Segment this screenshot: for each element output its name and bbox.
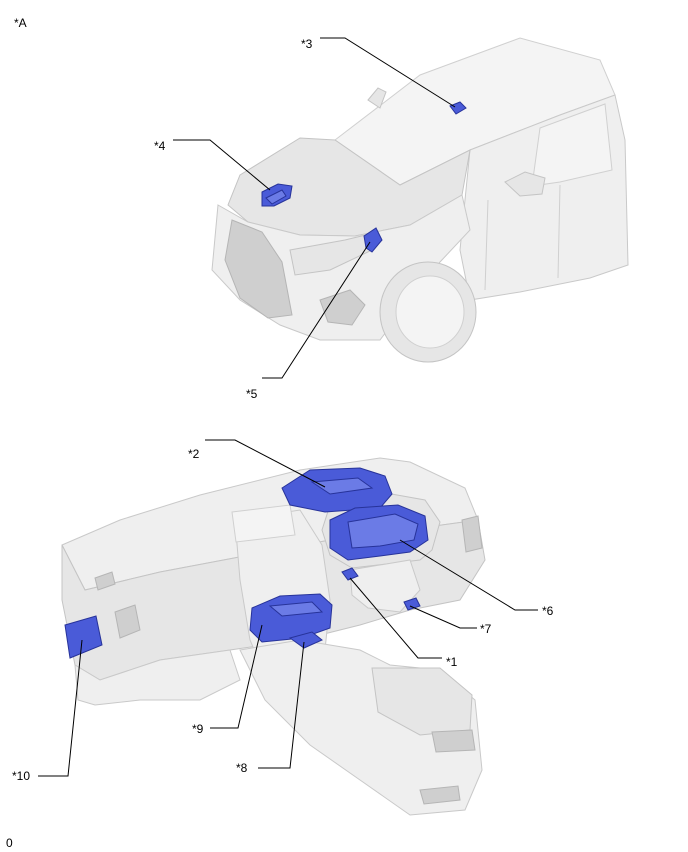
leader-6 (399, 539, 538, 611)
leader-lines (38, 37, 538, 777)
right-air-vent (461, 515, 483, 553)
side-mirror (504, 171, 546, 197)
roof-edge (367, 87, 387, 109)
leader-2 (205, 439, 326, 488)
leader-1 (349, 577, 442, 659)
rear-outlet (419, 785, 461, 805)
component-3-rain-sensor (449, 101, 467, 115)
callout-9: *9 (192, 722, 204, 736)
leader-5 (262, 241, 371, 379)
left-air-vent (114, 604, 141, 639)
callout-1: *1 (446, 655, 458, 669)
callout-4: *4 (154, 139, 166, 153)
component-8-lower-unit (288, 631, 323, 649)
component-7-right-module (403, 597, 421, 611)
leader-9 (210, 624, 263, 729)
view-label: *A (14, 16, 27, 30)
leader-4 (173, 139, 271, 191)
lower-left-panel (74, 649, 241, 706)
dash-left-vent (94, 571, 116, 591)
component-9-detail (268, 601, 324, 617)
door-line (484, 184, 561, 291)
callout-8: *8 (236, 761, 248, 775)
callout-10: *10 (12, 769, 30, 783)
component-6-meter-face (347, 513, 419, 549)
callout-5: *5 (246, 387, 258, 401)
callout-2: *2 (188, 447, 200, 461)
leader-3 (320, 37, 456, 108)
component-2-detail (310, 477, 374, 495)
center-display (231, 504, 296, 543)
component-1-small-module (341, 567, 359, 581)
instrument-panel-illustration (61, 457, 486, 816)
callout-labels: *A *3 *4 *5 *2 *6 *7 *1 *9 *8 *10 0 (6, 16, 554, 850)
callout-3: *3 (301, 37, 313, 51)
component-10-side-ecu (64, 615, 103, 659)
leader-10 (38, 639, 83, 777)
leader-8 (258, 641, 305, 769)
component-5-front-sensor (363, 227, 383, 253)
fog-lamp (319, 289, 366, 326)
front-grille (224, 219, 293, 319)
callout-6: *6 (542, 604, 554, 618)
component-4-detail (265, 189, 287, 205)
leader-7 (409, 605, 477, 629)
callout-7: *7 (480, 622, 492, 636)
rear-vents (431, 729, 476, 753)
vehicle-exterior-illustration (211, 37, 629, 363)
footer-code: 0 (6, 836, 13, 850)
front-wheel-rim (395, 275, 465, 349)
